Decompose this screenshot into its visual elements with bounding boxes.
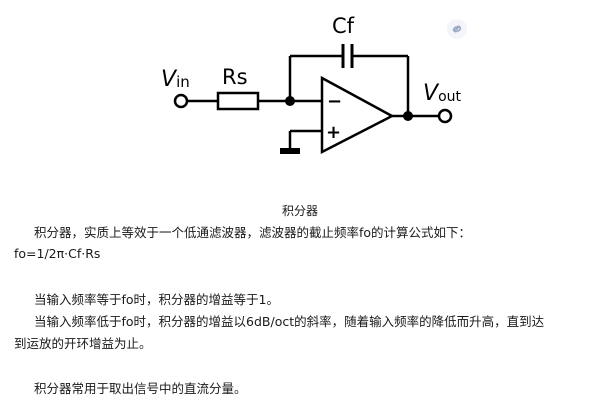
op-amp <box>320 75 395 155</box>
rs-label: Rs <box>222 65 248 89</box>
vout-label: Vout <box>423 81 462 106</box>
paragraph-gain-lower-line1: 当输入频率低于fo时，积分器的增益以6dB/oct的斜率，随着输入频率的降低而升… <box>34 314 545 329</box>
figure-caption: 积分器 <box>281 204 318 218</box>
plus-sign: + <box>326 122 341 143</box>
vin-label: Vin <box>161 67 190 92</box>
resistor-rs <box>216 91 260 111</box>
ground-symbol <box>280 148 300 154</box>
vin-terminal <box>173 93 189 109</box>
paragraph-gain-equal: 当输入频率等于fo时，积分器的增益等于1。 <box>34 292 280 307</box>
formula-line: fo=1/2π·Cf·Rs <box>14 246 101 261</box>
paragraph-dc-usage: 积分器常用于取出信号中的直流分量。 <box>34 381 247 396</box>
cf-label: Cf <box>332 14 355 38</box>
paragraph-definition: 积分器，实质上等效于一个低通滤波器，滤波器的截止频率fo的计算公式如下： <box>34 225 472 240</box>
paragraph-gain-lower-line2: 到运放的开环增益为止。 <box>14 336 152 351</box>
integrator-circuit-diagram: Vin Rs Cf Vout − + <box>161 14 462 155</box>
minus-sign: − <box>327 91 342 112</box>
vout-terminal <box>437 108 453 124</box>
link-icon[interactable] <box>446 18 468 40</box>
